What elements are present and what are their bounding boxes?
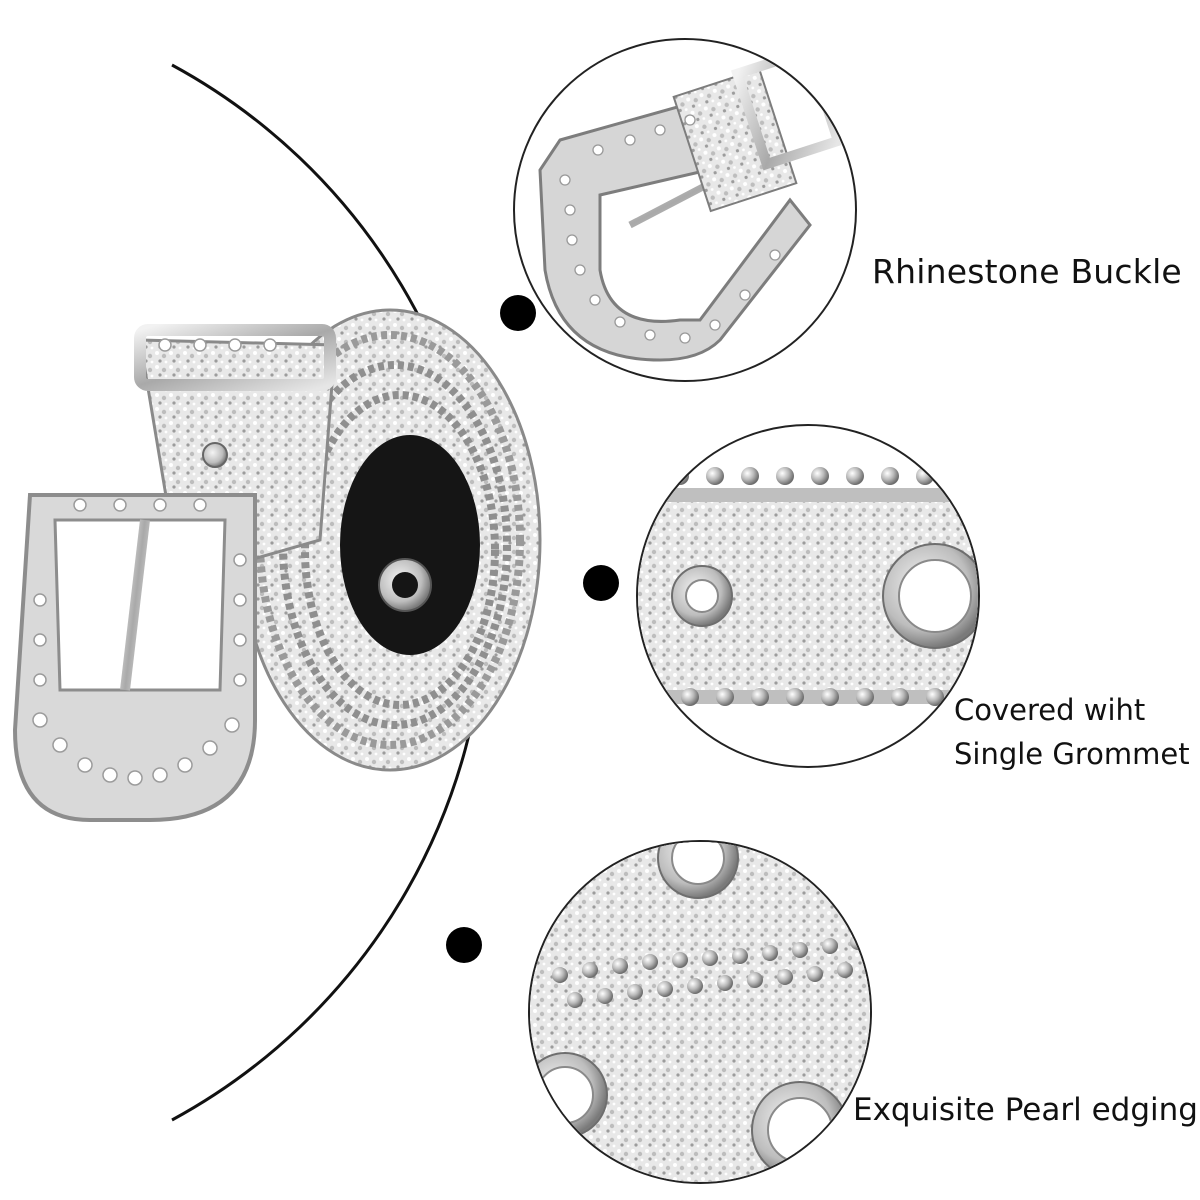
feature-label-pearl-edging: Exquisite Pearl edging (853, 1092, 1198, 1128)
feature-label-grommet-line-1: Covered wiht (954, 693, 1146, 727)
feature-label-grommet: Covered wiht Single Grommet (954, 688, 1190, 776)
connector-dot-pearl (446, 927, 482, 963)
detail-circle-buckle (513, 38, 857, 382)
belt-product-image (12, 308, 542, 822)
feature-label-pearl-line: Exquisite Pearl edging (853, 1092, 1198, 1128)
connector-dot-buckle (500, 295, 536, 331)
feature-label-buckle: Rhinestone Buckle (872, 252, 1182, 291)
feature-label-grommet-line-2: Single Grommet (954, 737, 1190, 771)
connector-dot-grommet (583, 565, 619, 601)
feature-label-buckle-line: Rhinestone Buckle (872, 252, 1182, 291)
detail-circle-pearl-edging (528, 840, 872, 1184)
detail-circle-grommet (636, 424, 980, 768)
